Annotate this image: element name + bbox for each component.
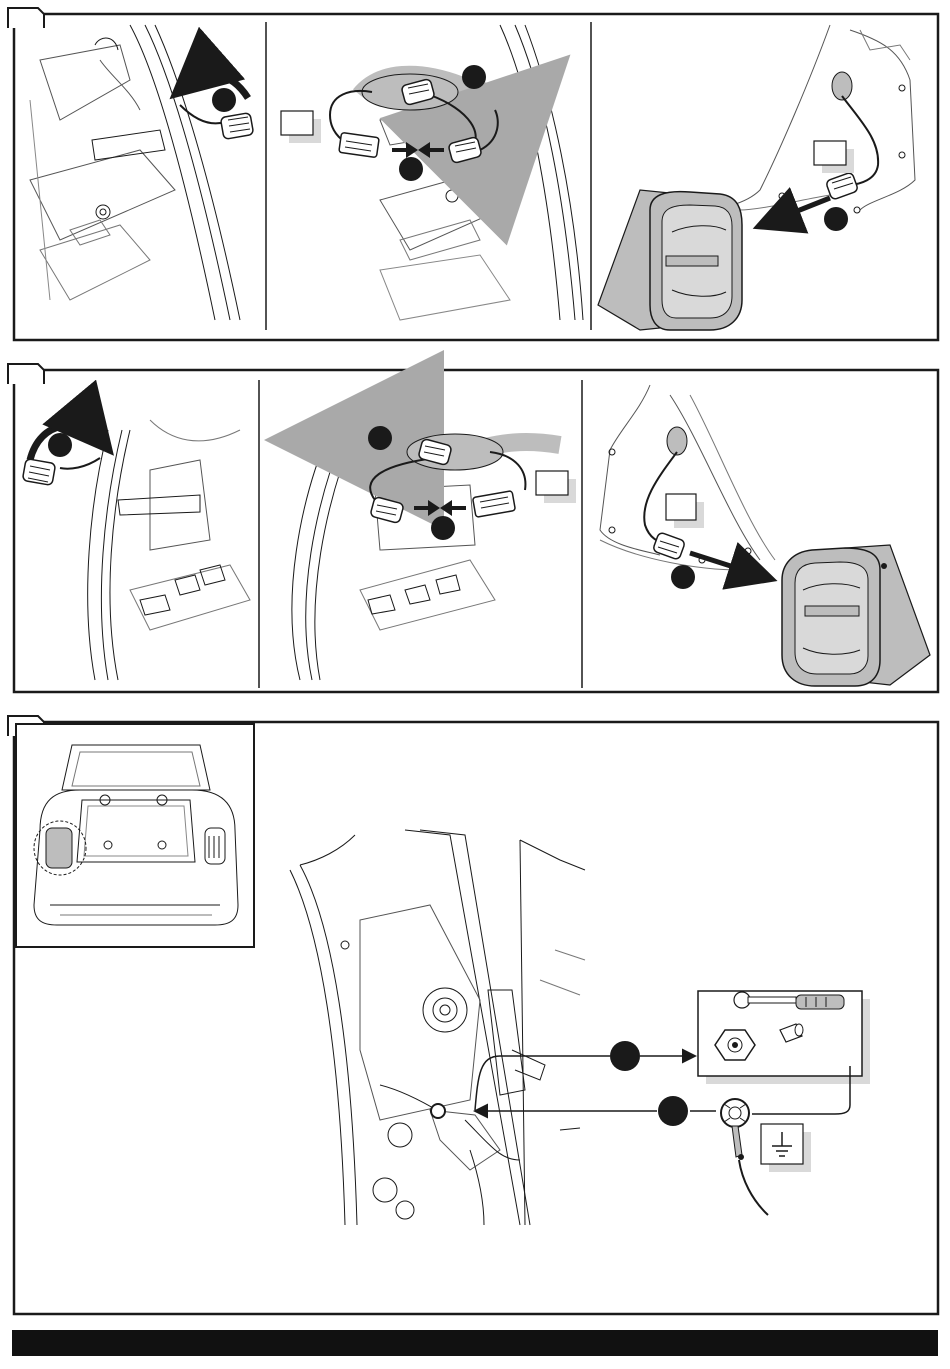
callout-1d [824,207,848,231]
step-1-frame [8,8,938,340]
callout-2d [671,565,695,589]
push-arrows-right [414,500,466,516]
callout-2a [48,433,72,457]
callout-3a [610,1041,640,1071]
harness-connector-left [825,172,858,200]
callout-2b [368,426,392,450]
callout-2c [431,516,455,540]
callout-1c [399,157,423,181]
label-box-2b [666,494,704,528]
ground-connection-drawing [290,830,585,1225]
harness-connector-right [652,532,685,560]
panel-unplug-connector-right [88,420,250,680]
install-arrow-left [762,198,830,225]
footer-bar [12,1330,938,1356]
tail-lamp-right [782,545,930,686]
install-arrow-right [690,553,768,578]
push-arrows-left [392,142,444,158]
panel-reinstall-lamp-left [680,25,915,215]
adapter-plug-male-left [339,132,379,157]
mounting-point [431,1104,445,1118]
vehicle-connector-left [448,136,482,163]
gray-route-band-left [360,74,545,110]
callout-1a [212,88,236,112]
car-tail-lamp-right [205,828,225,864]
label-box-2a [536,471,576,503]
adapter-plug-male-right [473,491,516,518]
tail-lamp-left [598,190,742,330]
label-box-1b [814,141,854,173]
connector-plug-right [22,458,100,485]
panel-unplug-connector-left [30,25,240,320]
panel-reinstall-lamp-right [600,385,775,570]
car-overview-inset [16,724,254,947]
vehicle-connector-right [370,496,404,523]
label-box-1a [281,111,321,143]
callout-3b [658,1096,688,1126]
callout-1b [462,65,486,89]
ground-symbol-box [761,1124,811,1172]
